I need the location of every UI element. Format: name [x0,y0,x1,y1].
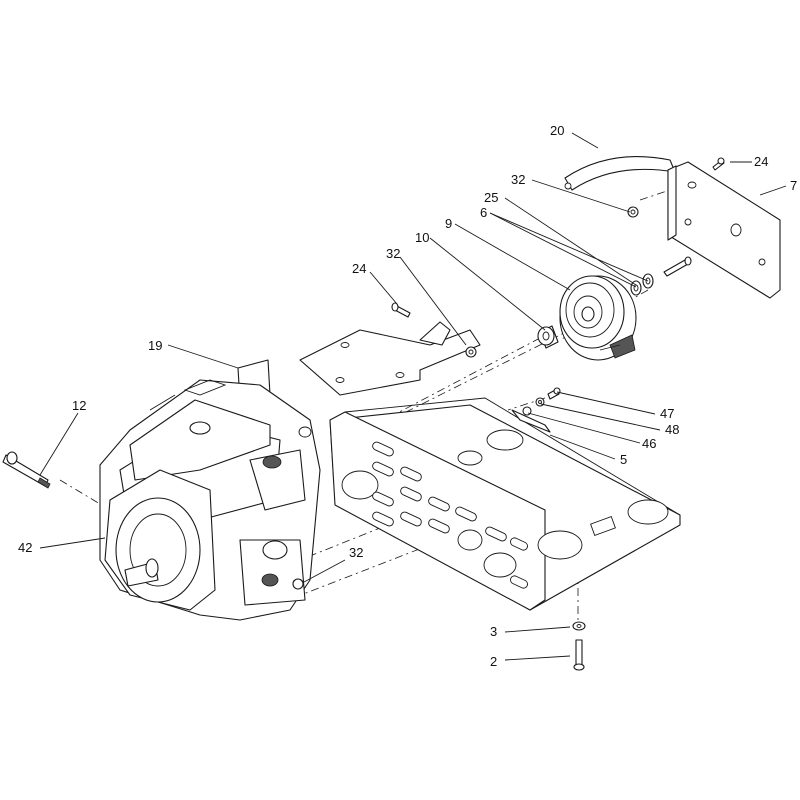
clutch-bracket[interactable] [667,161,781,299]
washer-3[interactable] [572,621,586,631]
callout-19: 19 [148,338,162,353]
callout-7: 7 [790,178,797,193]
washer-6-25[interactable] [630,273,654,296]
callout-20: 20 [550,123,564,138]
callout-46: 46 [642,436,656,451]
belt-guard[interactable] [564,156,676,191]
nut-32-mid[interactable] [465,346,477,358]
callout-32-low: 32 [349,545,363,560]
hardware-46-47-48[interactable] [522,387,561,416]
callout-6: 6 [480,205,487,220]
callout-labels: 20 24 7 32 25 6 9 10 32 24 19 12 47 48 4… [18,123,797,669]
callout-48: 48 [665,422,679,437]
bolt-32-top[interactable] [663,256,692,277]
nut-32-low[interactable] [292,578,304,590]
callout-25: 25 [484,190,498,205]
callout-10: 10 [415,230,429,245]
spacer[interactable] [537,325,559,349]
fuel-fitting[interactable] [2,451,51,489]
leader-lines [39,132,787,661]
callout-3: 3 [490,624,497,639]
bolt-24-mid[interactable] [391,302,411,318]
clutch[interactable] [559,275,637,361]
callout-32-mid: 32 [386,246,400,261]
callout-47: 47 [660,406,674,421]
bolt-2[interactable] [573,639,585,671]
bolt-24-top[interactable] [712,157,725,171]
engine-mount-plate[interactable] [299,321,481,396]
engine[interactable] [99,379,321,621]
callout-24-mid: 24 [352,261,366,276]
callout-32-top: 32 [511,172,525,187]
callout-5: 5 [620,452,627,467]
base-frame[interactable] [329,397,681,611]
callout-24-top: 24 [754,154,768,169]
callout-12: 12 [72,398,86,413]
frame-slots [372,441,528,589]
callout-9: 9 [445,216,452,231]
nut-bracket[interactable] [627,206,639,218]
callout-2: 2 [490,654,497,669]
callout-42: 42 [18,540,32,555]
